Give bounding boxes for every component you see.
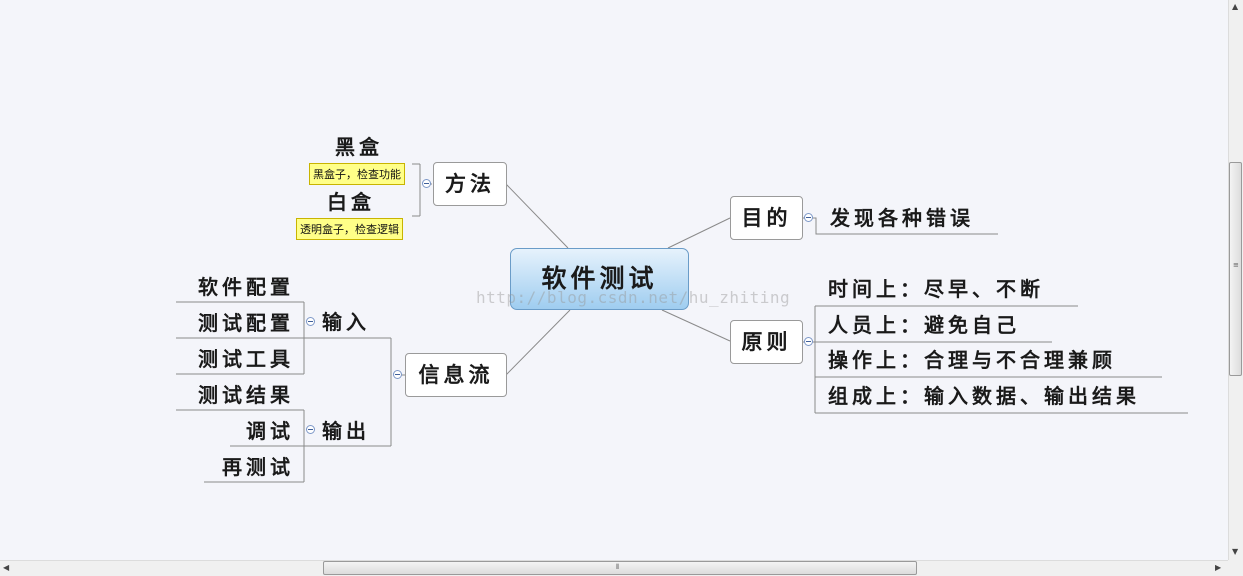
connector-central-purpose xyxy=(667,217,731,249)
vertical-scroll-thumb[interactable]: ≡ xyxy=(1229,162,1242,376)
topic-purpose[interactable]: 目的 xyxy=(730,196,803,240)
scroll-corner xyxy=(1228,560,1243,576)
topic-info-flow[interactable]: 信息流 xyxy=(405,353,507,397)
collapse-purpose-icon[interactable] xyxy=(804,213,813,222)
topic-input[interactable]: 输入 xyxy=(322,310,370,334)
topic-principle[interactable]: 原则 xyxy=(730,320,803,364)
leaf-principle-4[interactable]: 组成上：输入数据、输出结果 xyxy=(828,384,1140,408)
leaf-output-2[interactable]: 调试 xyxy=(246,419,294,443)
mindmap-canvas: 软件测试 方法 黑盒 黑盒子，检查功能 白盒 透明盒子，检查逻辑 信息流 输入 … xyxy=(176,135,1188,483)
collapse-info-flow-icon[interactable] xyxy=(393,370,402,379)
leaf-principle-3[interactable]: 操作上：合理与不合理兼顾 xyxy=(828,348,1116,372)
connector-method-bracket xyxy=(412,163,432,217)
scroll-right-arrow-icon[interactable]: ▶ xyxy=(1215,563,1222,572)
collapse-principle-icon[interactable] xyxy=(804,337,813,346)
watermark: http://blog.csdn.net/hu_zhiting xyxy=(476,288,791,307)
connector-central-principle xyxy=(661,309,731,342)
leaf-purpose-1[interactable]: 发现各种错误 xyxy=(830,206,974,230)
grip-icon: ≡ xyxy=(1233,261,1239,269)
leaf-principle-2[interactable]: 人员上：避免自己 xyxy=(828,313,1020,337)
grip-icon: ⦀ xyxy=(616,563,620,571)
note-white-box: 透明盒子，检查逻辑 xyxy=(296,218,403,240)
connector-output-bracket xyxy=(176,409,305,483)
leaf-output-3[interactable]: 再测试 xyxy=(222,455,294,479)
topic-method[interactable]: 方法 xyxy=(433,162,507,206)
leaf-input-2[interactable]: 测试配置 xyxy=(198,311,294,335)
central-topic[interactable]: 软件测试 xyxy=(510,248,689,310)
topic-output[interactable]: 输出 xyxy=(322,419,370,443)
connector-input-bracket xyxy=(176,301,305,375)
note-black-box: 黑盒子，检查功能 xyxy=(309,163,405,185)
scroll-left-arrow-icon[interactable]: ◀ xyxy=(3,563,10,572)
leaf-input-1[interactable]: 软件配置 xyxy=(198,275,294,299)
leaf-input-3[interactable]: 测试工具 xyxy=(198,347,294,371)
horizontal-scroll-thumb[interactable]: ⦀ xyxy=(323,561,917,575)
topic-white-box[interactable]: 白盒 xyxy=(327,190,375,214)
scroll-down-arrow-icon[interactable]: ▼ xyxy=(1232,547,1239,556)
collapse-output-icon[interactable] xyxy=(306,425,315,434)
connector-central-method xyxy=(505,183,569,249)
leaf-output-1[interactable]: 测试结果 xyxy=(198,383,294,407)
collapse-input-icon[interactable] xyxy=(306,317,315,326)
connector-central-infoflow xyxy=(505,309,571,376)
topic-black-box[interactable]: 黑盒 xyxy=(335,135,383,159)
leaf-principle-1[interactable]: 时间上：尽早、不断 xyxy=(828,277,1044,301)
scroll-up-arrow-icon[interactable]: ▲ xyxy=(1232,2,1239,11)
collapse-method-icon[interactable] xyxy=(422,179,431,188)
